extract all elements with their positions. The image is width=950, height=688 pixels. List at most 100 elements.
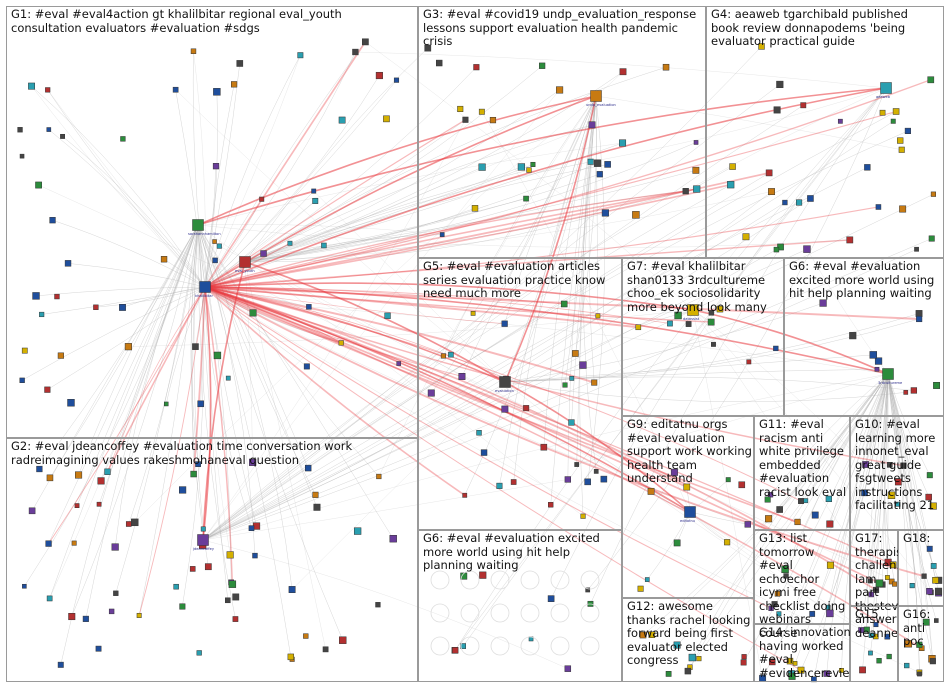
node	[869, 351, 878, 359]
node	[926, 588, 933, 595]
edge	[202, 248, 808, 541]
edge	[78, 224, 199, 476]
node	[228, 580, 237, 588]
edge	[811, 373, 889, 615]
edge	[204, 286, 798, 523]
edge	[431, 95, 597, 394]
node	[926, 472, 933, 479]
node	[826, 520, 834, 528]
edge	[590, 87, 887, 162]
edge	[106, 286, 206, 473]
self-loop	[490, 603, 510, 623]
edge	[689, 511, 830, 614]
edge	[193, 51, 206, 288]
edge	[692, 309, 930, 592]
edge	[454, 87, 887, 651]
edge	[204, 55, 301, 288]
node	[846, 236, 854, 244]
node	[682, 188, 689, 195]
edge	[204, 190, 314, 288]
node	[600, 475, 608, 483]
edge	[692, 309, 889, 375]
self-loop	[520, 570, 540, 590]
group-label-g7: G6: #eval #evaluation excited more world…	[789, 260, 939, 300]
node	[667, 320, 673, 327]
edge	[689, 373, 889, 668]
node	[97, 477, 105, 485]
node	[252, 552, 258, 559]
edge	[550, 87, 887, 599]
hub-node	[239, 256, 251, 268]
node	[776, 80, 784, 88]
node	[57, 661, 64, 668]
node	[803, 498, 809, 504]
edge	[204, 80, 397, 288]
group-label-g2: G2: #eval jdeancoffey #evaluation time c…	[11, 440, 356, 467]
node	[928, 235, 935, 242]
node	[510, 479, 517, 485]
node	[480, 449, 488, 456]
edge	[41, 286, 206, 315]
group-label-g9: G9: editatnu orgs #eval evaluation suppo…	[627, 418, 756, 485]
edge	[504, 381, 691, 513]
node	[783, 573, 789, 579]
node	[895, 501, 901, 507]
node	[424, 44, 432, 52]
self-loop	[430, 570, 450, 590]
node	[384, 312, 391, 319]
node	[213, 88, 221, 96]
edge	[883, 373, 895, 585]
node	[580, 513, 586, 519]
edge	[785, 373, 889, 577]
node	[917, 671, 922, 677]
edge	[504, 354, 874, 383]
node	[894, 478, 902, 486]
node	[471, 205, 479, 212]
node	[673, 539, 681, 547]
node	[839, 668, 844, 673]
node	[452, 647, 459, 654]
edge	[107, 286, 206, 472]
edge	[687, 373, 889, 672]
node	[28, 507, 36, 515]
group-label-g13: G13: list tomorrow #eval echoechor icymi…	[759, 532, 846, 640]
edge	[68, 263, 206, 288]
hub-label: aeaweb	[876, 95, 891, 99]
edge	[122, 286, 206, 308]
node	[539, 62, 546, 69]
edge	[204, 286, 712, 323]
node	[396, 361, 402, 366]
node	[54, 293, 60, 300]
edge	[887, 373, 934, 567]
edge	[197, 95, 597, 226]
node	[136, 612, 142, 618]
edge	[204, 55, 301, 288]
self-loop	[550, 636, 570, 656]
node	[862, 461, 869, 468]
node	[684, 667, 692, 675]
edge	[204, 282, 694, 311]
node	[46, 595, 53, 602]
edge	[244, 191, 772, 263]
node	[742, 233, 750, 241]
node	[568, 419, 575, 426]
node	[898, 146, 905, 153]
graph-nodes: khalilbitarsarahannhamiltoneval_youthjde…	[17, 38, 943, 683]
node	[574, 462, 580, 467]
hub-label: evaluation	[495, 389, 514, 393]
node	[212, 239, 217, 244]
node	[644, 577, 650, 582]
node	[768, 605, 774, 611]
node	[887, 491, 896, 499]
group-box-g5: G5: #eval #evaluation articles series ev…	[418, 258, 622, 530]
node	[303, 633, 309, 639]
node	[124, 343, 132, 351]
edge	[244, 67, 477, 263]
node	[190, 48, 197, 54]
edge	[504, 95, 597, 324]
node	[82, 615, 89, 622]
node	[693, 185, 701, 193]
group-box-g12: G12: awesome thanks rachel looking forwa…	[622, 598, 754, 682]
edge	[204, 286, 466, 496]
node	[811, 511, 819, 519]
